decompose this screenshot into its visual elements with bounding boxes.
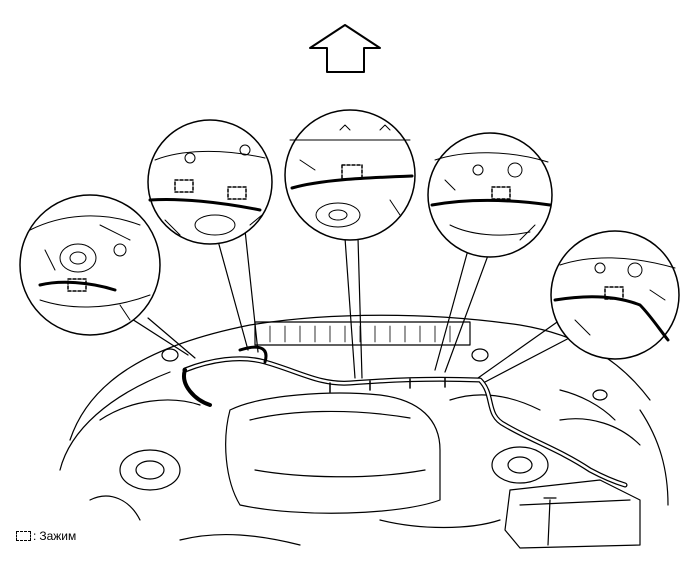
clamp-detail-2 — [147, 119, 273, 245]
clamp-detail-4 — [427, 132, 553, 258]
callout-leaders — [109, 229, 576, 383]
engine-bay — [59, 314, 669, 549]
dashed-box-icon — [16, 531, 31, 541]
clamp-detail-1 — [19, 194, 161, 336]
clamp-detail-3 — [284, 109, 416, 241]
up-arrow-icon — [309, 24, 381, 73]
legend: : Зажим — [16, 528, 76, 544]
clamp-detail-5 — [550, 230, 680, 360]
wire-harness — [182, 345, 628, 488]
legend-separator: : — [33, 529, 37, 543]
legend-label: Зажим — [39, 529, 77, 543]
